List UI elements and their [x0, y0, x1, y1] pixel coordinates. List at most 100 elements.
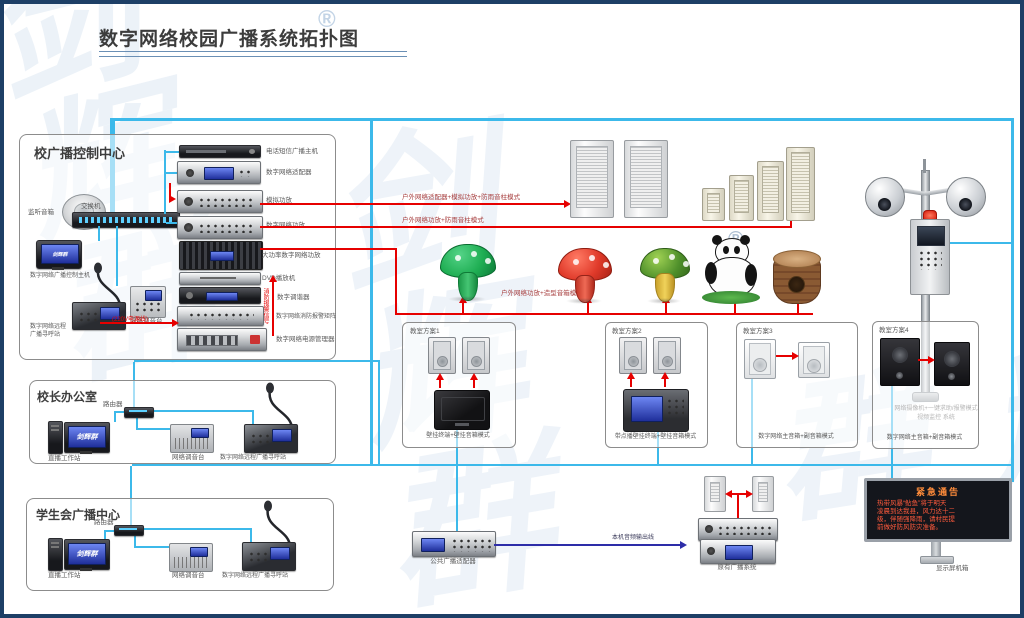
screen-brand: 剑辉群: [52, 252, 68, 258]
network-mixer: [170, 424, 214, 453]
network-trunk-top: [110, 118, 1014, 121]
classroom4-title: 教室方案4: [879, 327, 909, 334]
speaker-link: [918, 359, 932, 361]
display-base: [920, 556, 954, 564]
office-link: [104, 530, 116, 532]
power-supply-line: [100, 322, 174, 324]
classroom4-mode-label: 数字网络主音箱+副音箱模式: [886, 435, 963, 441]
outdoor-line-2: [260, 226, 792, 228]
outdoor-column-speaker: [757, 161, 784, 221]
workstation-monitor: 剑辉群: [64, 422, 110, 453]
fire-alarm-matrix: [177, 306, 264, 326]
monitor-stand: [52, 267, 64, 270]
principal-office-title: 校长办公室: [37, 390, 98, 404]
device-label: 数字网络适配器: [266, 169, 312, 176]
outdoor-mode3-label: 户外网络功放+造型音箱模式: [501, 290, 583, 297]
office-link: [114, 411, 126, 413]
monitor-stand: [80, 568, 92, 571]
outdoor-column-speaker: [702, 188, 725, 221]
screen-brand: 剑辉群: [76, 433, 98, 441]
legacy-column-speaker: [704, 476, 726, 512]
outdoor-line-3a: [260, 248, 396, 250]
classroom2-title: 教室方案2: [612, 328, 642, 335]
display-label: 显示屏机箱: [936, 565, 969, 572]
dome-camera-icon: [946, 177, 986, 217]
gooseneck-mic-icon: [264, 500, 292, 548]
display-line: 级，伴随强降雨，请村民提: [877, 516, 955, 523]
legacy-speaker-drop: [737, 495, 739, 519]
legacy-source-player: [700, 539, 776, 564]
outdoor-line-3c: [395, 313, 813, 315]
network-switch: [72, 212, 180, 228]
wall-speaker: [462, 337, 490, 374]
router: [114, 525, 144, 536]
control-host-label: 数字网络广播控制主机: [30, 273, 91, 279]
network-spine-vertical: [370, 118, 373, 466]
legacy-system-label: 原有广播系统: [717, 564, 757, 571]
device-label: 数字网络功放: [266, 222, 305, 230]
outdoor-line-2-up: [790, 218, 792, 227]
outdoor-line-1: [260, 203, 566, 205]
audio-output-label: 本机音频输出线: [612, 535, 655, 541]
workstation-monitor: 剑辉群: [64, 539, 110, 570]
tree-stump-speaker: [770, 250, 822, 306]
router: [124, 407, 154, 418]
paging-station-label: 数字网络远程广播寻呼站: [220, 455, 287, 461]
fire-signal-arrow: [269, 275, 277, 282]
network-mid-horizontal: [134, 360, 380, 362]
device-label: 电话短信广播主机: [266, 148, 318, 155]
fire-signal-label: 消防报警信号: [262, 288, 268, 324]
wall-speaker: [653, 337, 681, 374]
emergency-display: 紧急通告 热带风暴“鲇鱼”将于明天 凌晨到达我县，风力达十二 级，伴随强降雨，请…: [864, 478, 1012, 542]
broadcast-control-host: 剑辉群: [36, 240, 82, 269]
router-label: 路由器: [94, 519, 114, 526]
high-power-network-amplifier: [179, 241, 263, 270]
phone-sms-broadcast-host: [179, 145, 261, 158]
student-router-link: [130, 466, 132, 526]
student-center-title: 学生会广播中心: [36, 508, 121, 522]
wall-speaker: [428, 337, 456, 374]
display-line: 凌晨到达我县，风力达十二: [877, 508, 955, 515]
remote-paging-station: [72, 302, 126, 330]
speaker-link: [776, 355, 794, 357]
device-stub: [166, 151, 179, 153]
screen-brand: 剑辉群: [76, 550, 98, 558]
power-manager: [177, 328, 267, 351]
office-link: [104, 530, 106, 541]
dome-camera-icon: [865, 177, 905, 217]
camera-antenna: [923, 159, 926, 173]
legacy-speaker-arrow-left: [725, 490, 732, 498]
switch-branch: [98, 226, 100, 241]
speaker-feed-arrow: [627, 372, 635, 379]
wall-speaker: [619, 337, 647, 374]
classroom1-title: 教室方案1: [410, 328, 440, 335]
switch-label: 交换机: [81, 203, 101, 210]
digital-tuner: [179, 287, 261, 304]
workstation-label: 直播工作站: [48, 455, 81, 462]
camera-link: [945, 242, 1011, 244]
fire-signal-line: [272, 282, 274, 336]
workstation-tower: [48, 421, 63, 454]
audio-output-line: [494, 544, 682, 546]
speaker-feed: [439, 376, 441, 388]
mixer-label: 网络调音台: [130, 318, 163, 326]
speaker-feed: [473, 376, 475, 388]
network-trunk-right: [1011, 118, 1014, 482]
switch-ports: [79, 217, 173, 223]
dvd-player: [179, 272, 261, 285]
network-spine-vertical-2: [378, 360, 380, 466]
mushroom-speaker-red: [558, 248, 612, 304]
control-center-title: 校广播控制中心: [34, 146, 126, 161]
office-link: [252, 410, 254, 424]
switch-branch: [116, 226, 118, 286]
legacy-column-speaker: [752, 476, 774, 512]
remote-paging-station: [244, 424, 298, 453]
rainproof-column-speaker: [570, 140, 614, 218]
device-stub: [166, 222, 177, 224]
registered-mark-watermark: ®: [318, 6, 336, 33]
power-supply-arrow: [172, 319, 179, 327]
analog-amplifier: [177, 190, 263, 213]
shape-speaker-riser: [665, 302, 667, 314]
gooseneck-mic-icon: [266, 382, 294, 430]
device-label: DVD播放机: [262, 275, 296, 282]
